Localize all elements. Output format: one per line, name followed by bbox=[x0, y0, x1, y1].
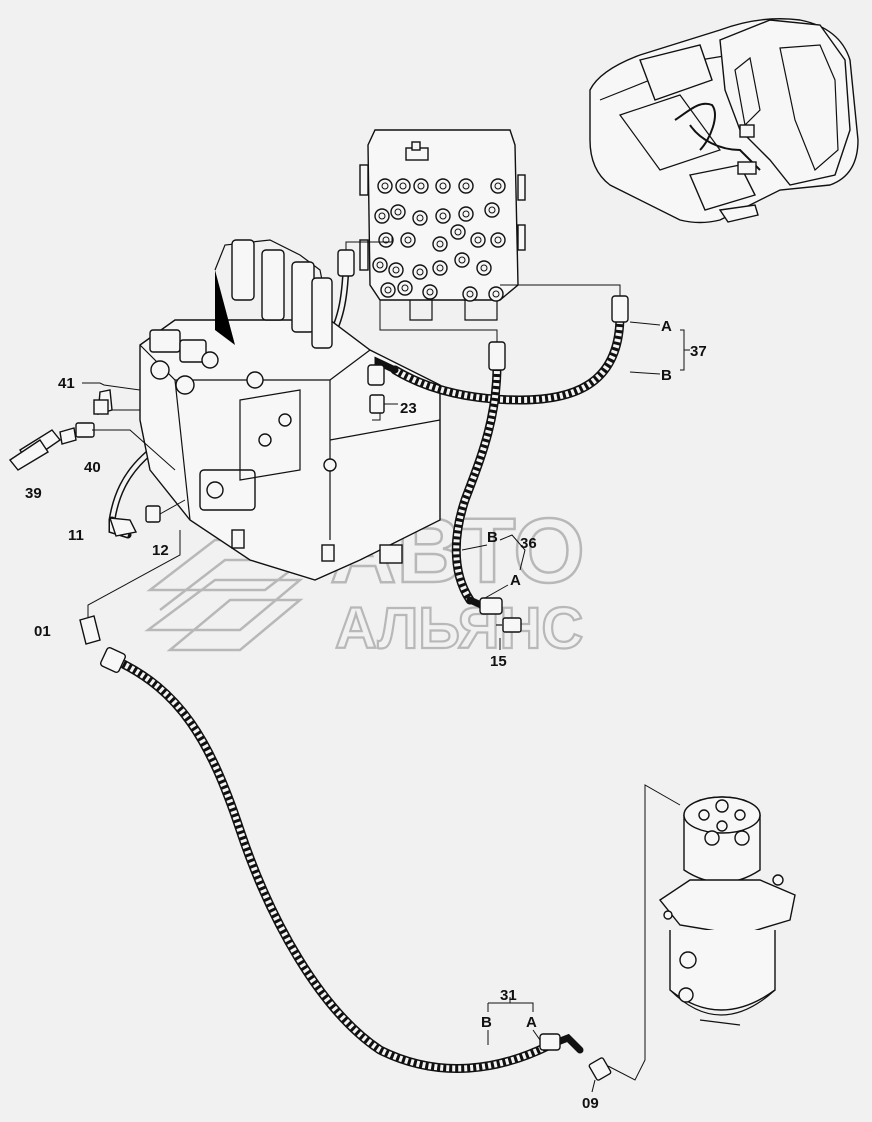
pilot-port bbox=[435, 178, 451, 194]
pilot-port bbox=[490, 232, 506, 248]
pilot-port-hole bbox=[466, 290, 474, 298]
pilot-port-hole bbox=[474, 236, 482, 244]
callout-36-b: B bbox=[487, 529, 498, 546]
pilot-port bbox=[400, 232, 416, 248]
callout-41: 41 bbox=[58, 375, 75, 392]
callout-12: 12 bbox=[152, 542, 169, 559]
pilot-port-hole bbox=[382, 236, 390, 244]
pilot-port bbox=[476, 260, 492, 276]
callout-36: 36 bbox=[520, 535, 537, 552]
pilot-port bbox=[458, 178, 474, 194]
callout-15: 15 bbox=[490, 653, 507, 670]
pilot-port bbox=[397, 280, 413, 296]
pilot-port bbox=[390, 204, 406, 220]
pilot-port-hole bbox=[436, 240, 444, 248]
pilot-port-hole bbox=[378, 212, 386, 220]
pilot-port-hole bbox=[392, 266, 400, 274]
fitting-12 bbox=[145, 499, 186, 523]
callout-11: 11 bbox=[68, 527, 84, 544]
pilot-port-hole bbox=[416, 268, 424, 276]
bracket-37 bbox=[629, 321, 690, 375]
pilot-port bbox=[422, 284, 438, 300]
callout-31-a: A bbox=[526, 1014, 537, 1031]
pilot-port-hole bbox=[417, 182, 425, 190]
pilot-port bbox=[450, 224, 466, 240]
pilot-port-hole bbox=[401, 284, 409, 292]
pilot-port bbox=[378, 232, 394, 248]
pilot-port-hole bbox=[436, 264, 444, 272]
pilot-port bbox=[462, 286, 478, 302]
watermark-line2: АЛЬЯНС bbox=[335, 596, 583, 661]
callout-31-b: B bbox=[481, 1014, 492, 1031]
pilot-port bbox=[435, 208, 451, 224]
pilot-port-hole bbox=[480, 264, 488, 272]
fitting-11 bbox=[108, 517, 138, 537]
bracket-36 bbox=[461, 534, 526, 599]
hose-fitting bbox=[337, 249, 355, 277]
hose-31 bbox=[110, 655, 555, 1073]
pilot-port-hole bbox=[376, 261, 384, 269]
pilot-port bbox=[388, 262, 404, 278]
pilot-port-hole bbox=[458, 256, 466, 264]
pilot-port-hole bbox=[462, 182, 470, 190]
main-control-valve bbox=[139, 239, 441, 581]
pilot-port-hole bbox=[454, 228, 462, 236]
callout-23: 23 bbox=[400, 400, 417, 417]
swivel-joint bbox=[658, 796, 796, 1026]
callout-37-b: B bbox=[661, 367, 672, 384]
pilot-port-hole bbox=[394, 208, 402, 216]
pilot-port bbox=[412, 210, 428, 226]
pilot-port-hole bbox=[494, 236, 502, 244]
pilot-port bbox=[454, 252, 470, 268]
callout-37-a: A bbox=[661, 318, 672, 335]
pilot-port-hole bbox=[404, 236, 412, 244]
callout-31: 31 bbox=[500, 987, 517, 1004]
hose-37 bbox=[390, 310, 625, 405]
pilot-port bbox=[470, 232, 486, 248]
bracket-31 bbox=[487, 997, 541, 1045]
pilot-port bbox=[432, 236, 448, 252]
pilot-ports bbox=[372, 178, 506, 302]
pilot-port-hole bbox=[439, 212, 447, 220]
fitting-41 bbox=[93, 389, 113, 415]
pilot-port bbox=[380, 282, 396, 298]
callout-37: 37 bbox=[690, 343, 707, 360]
fitting-23 bbox=[369, 394, 398, 414]
pilot-port bbox=[377, 178, 393, 194]
pilot-port-hole bbox=[416, 214, 424, 222]
callout-01: 01 bbox=[34, 623, 51, 640]
pilot-port bbox=[432, 260, 448, 276]
pilot-port bbox=[484, 202, 500, 218]
pilot-port-hole bbox=[494, 182, 502, 190]
pilot-port bbox=[374, 208, 390, 224]
pilot-port-hole bbox=[384, 286, 392, 294]
callout-36-a: A bbox=[510, 572, 521, 589]
fitting-15 bbox=[496, 617, 522, 633]
pilot-port-hole bbox=[462, 210, 470, 218]
pilot-port bbox=[395, 178, 411, 194]
pilot-port-hole bbox=[492, 290, 500, 298]
pilot-port bbox=[412, 264, 428, 280]
callout-09: 09 bbox=[582, 1095, 599, 1112]
pilot-port-hole bbox=[381, 182, 389, 190]
pilot-valve-block bbox=[359, 129, 526, 321]
pilot-port-hole bbox=[439, 182, 447, 190]
callout-39: 39 bbox=[25, 485, 42, 502]
plug-39 bbox=[8, 427, 77, 471]
pilot-port-hole bbox=[488, 206, 496, 214]
pilot-port bbox=[372, 257, 388, 273]
pilot-port bbox=[488, 286, 504, 302]
pilot-port-hole bbox=[399, 182, 407, 190]
pilot-port bbox=[458, 206, 474, 222]
excavator-thumbnail bbox=[589, 18, 859, 224]
fitting-01 bbox=[79, 615, 101, 645]
pilot-port bbox=[490, 178, 506, 194]
pilot-port-hole bbox=[426, 288, 434, 296]
callout-40: 40 bbox=[84, 459, 101, 476]
pilot-port bbox=[413, 178, 429, 194]
fitting-40 bbox=[75, 422, 95, 438]
fitting-09 bbox=[588, 1057, 612, 1081]
